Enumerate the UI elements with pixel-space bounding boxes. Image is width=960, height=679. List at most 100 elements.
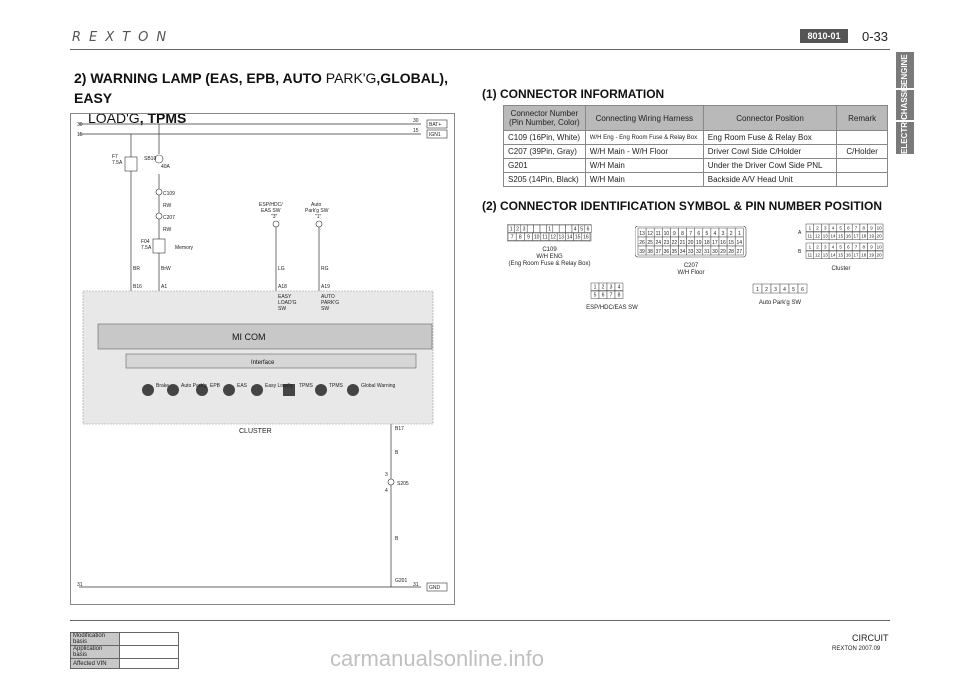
pin-a18: A18	[278, 284, 287, 290]
pin-b16: B16	[133, 284, 142, 290]
pin-number: 17	[854, 253, 860, 258]
pin-number: 34	[680, 249, 686, 255]
fuse-f7	[124, 156, 138, 172]
pin-number: 3	[722, 231, 725, 237]
fuse-f04	[152, 238, 166, 254]
splice-s205	[387, 478, 395, 486]
pin-number: 31	[704, 249, 710, 255]
splice-pin-4: 4	[385, 488, 388, 494]
a18-text-3: SW	[278, 306, 286, 312]
col-header: Connector Position	[702, 105, 838, 131]
pin-number: 15	[728, 240, 734, 246]
memory-label: Memory	[175, 245, 194, 251]
fuse-f04-rating: 7.5A	[141, 245, 152, 251]
pin-number: 16	[846, 234, 852, 239]
pin-number: 6	[847, 226, 850, 231]
pin-number: 23	[664, 240, 670, 246]
splice-label: S205	[397, 481, 409, 487]
col-header: Connector Number (Pin Number, Color)	[503, 105, 586, 131]
pin-number: 13	[823, 234, 829, 239]
table-row: S205 (14Pin, Black) W/H Main Backside A/…	[503, 172, 888, 187]
splice-pin-3: 3	[385, 472, 388, 478]
page-title: 2) WARNING LAMP (EAS, EPB, AUTO PARK'G,G…	[74, 68, 464, 128]
pin-number: 20	[877, 234, 883, 239]
table-cell: C/Holder	[836, 144, 888, 159]
a19-text-3: SW	[321, 306, 329, 312]
pin-number: 2	[765, 287, 768, 293]
gnd-tag	[426, 582, 448, 592]
pin-number: 30	[712, 249, 718, 255]
sw2-label-1: Auto	[311, 202, 322, 208]
pin-number: 16	[846, 253, 852, 258]
indicator-tpms1	[283, 384, 295, 396]
pin-number: 10	[877, 245, 883, 250]
pin-cell	[526, 224, 534, 233]
indicator-global-label: Global Warning	[361, 383, 395, 389]
pin-number: 36	[664, 249, 670, 255]
watermark[interactable]: carmanualsonline.info	[330, 646, 545, 671]
indicator-brake	[142, 384, 154, 396]
pin-cell	[539, 224, 547, 233]
title-part: LOAD'G	[88, 110, 140, 126]
pin-number: 5	[839, 226, 842, 231]
pin-cell	[797, 283, 808, 294]
micom-box	[97, 323, 433, 350]
table-cell: W/H Main - W/H Floor	[584, 144, 704, 159]
table-cell: W/H Main	[584, 158, 704, 173]
c207-caption-1: C207	[683, 263, 699, 269]
pin-number: 13	[559, 235, 565, 241]
pin-number: 11	[542, 235, 547, 241]
pin-number: 18	[861, 253, 867, 258]
pin-number: 19	[869, 253, 875, 258]
pin-number: 14	[830, 234, 836, 239]
indicator-brake-label: Brake	[156, 383, 169, 389]
mod-label: Application basis	[70, 645, 120, 659]
pin-number: 16	[583, 235, 589, 241]
modification-table: Modification basis Application basis Aff…	[70, 632, 179, 669]
footer-model: REXTON 2007.09	[832, 646, 881, 652]
connector-c207	[155, 212, 163, 220]
c109-caption-3: (Eng Room Fuse & Relay Box)	[508, 261, 591, 267]
pin-number: 10	[877, 226, 883, 231]
pin-number: 6	[602, 293, 605, 299]
pin-number: 6	[587, 227, 590, 233]
pin-number: 6	[697, 231, 700, 237]
fuse-sb10-name: SB10	[144, 156, 156, 162]
pin-number: 11	[808, 253, 813, 258]
indicator-autopark-label: Auto Park'g	[181, 383, 207, 389]
footer-divider	[70, 620, 890, 621]
pin-number: 17	[854, 234, 860, 239]
pin-number: 11	[808, 234, 813, 239]
side-tab-engine[interactable]: ENGINE	[896, 52, 914, 88]
indicator-easy-label: Easy Load'g	[265, 383, 293, 389]
indicator-eas	[223, 384, 235, 396]
pin-number: 24	[655, 240, 661, 246]
side-tab-electric[interactable]: ELECTRIC	[896, 114, 914, 154]
connector-info-heading: (1) CONNECTOR INFORMATION	[482, 87, 665, 101]
pin-number: 3	[774, 287, 777, 293]
pin-number: 28	[728, 249, 734, 255]
pin-number: 5	[705, 231, 708, 237]
section-code: 8010-01	[800, 29, 848, 43]
table-row: G201 W/H Main Under the Driver Cowl Side…	[503, 158, 888, 173]
pin-number: 7	[610, 293, 613, 299]
autopark-caption: Auto Park'g SW	[758, 300, 802, 306]
pin-number: 15	[838, 234, 844, 239]
interface-label: Interface	[251, 360, 275, 366]
pin-number: 15	[575, 235, 581, 241]
table-cell: C207 (39Pin, Gray)	[503, 144, 586, 159]
pin-number: 7	[855, 226, 858, 231]
indicator-epb	[196, 384, 208, 396]
pin-number: 22	[672, 240, 678, 246]
pin-number: 9	[870, 245, 873, 250]
pin-cell	[614, 290, 624, 299]
pin-cell	[533, 224, 541, 233]
pin-number: 6	[801, 287, 804, 293]
pin-number: 4	[618, 285, 621, 291]
c109-caption-1: C109	[542, 247, 557, 253]
